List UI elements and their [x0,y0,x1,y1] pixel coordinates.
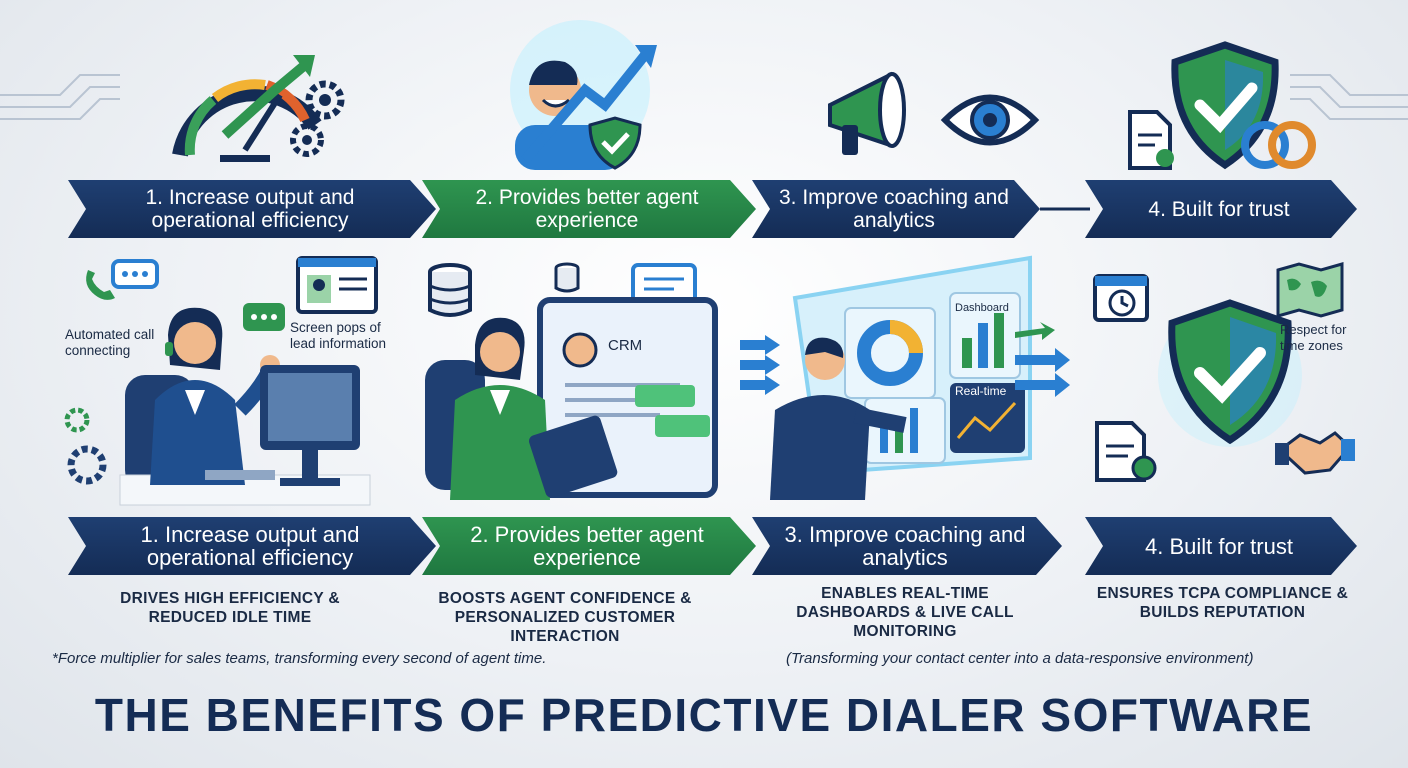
footnote-left: *Force multiplier for sales teams, trans… [52,650,547,667]
callout-crm: CRM [608,337,643,354]
ribbon-connectors [1040,207,1090,211]
circuit-lines-right [1290,74,1408,120]
desc-step-1: Drives high efficiency & reduced idle ti… [120,590,340,626]
database-small-icon [554,262,580,293]
presenter-illustration [770,337,907,500]
linked-rings-icon [1241,121,1316,169]
callout-time-zones: Respect for time zones [1280,322,1347,353]
phone-icon [86,270,115,300]
megaphone-icon [828,71,906,155]
happy-agent-icon [510,20,657,170]
circuit-lines-left [0,74,120,120]
ribbon-top-step-2: 2. Provides better agent experience [422,180,756,238]
agent-desk-illustration [119,307,371,506]
callout-realtime: Real-time [955,384,1007,398]
trust-shield-icon [1158,299,1302,447]
chat-bubble-icon [111,259,159,289]
ribbon-bottom-step-1: 1. Increase output and operational effic… [68,517,436,575]
calendar-clock-icon [1093,274,1149,322]
contract-icon [1095,421,1157,482]
handshake-icon [1275,431,1355,475]
chat-bubble-green-icon [243,303,285,331]
data-arrows-icon [740,322,1070,397]
world-map-icon [1276,262,1344,318]
small-gears-icon [64,407,107,485]
eye-icon [940,94,1040,146]
desc-step-2: Boosts agent confidence & personalized c… [438,590,692,645]
ribbon-top-step-4: 4. Built for trust [1085,180,1357,238]
ribbon-bottom-step-2: 2. Provides better agent experience [422,517,756,575]
ribbon-top-step-3: 3. Improve coaching and analytics [752,180,1040,238]
callout-dashboard: Dashboard [955,302,1009,314]
desc-step-3: Enables real-time dashboards & live call… [796,585,1014,640]
page-title: THE BENEFITS OF PREDICTIVE DIALER SOFTWA… [94,689,1314,741]
ribbon-bottom-step-3: 3. Improve coaching and analytics [752,517,1062,575]
document-icon [1128,110,1174,170]
ribbon-bottom-step-4: 4. Built for trust [1085,517,1357,575]
footnote-right: (Transforming your contact center into a… [786,650,1254,667]
callout-auto-call: Automated call connecting [65,327,155,358]
desc-step-4: Ensures TCPA compliance & builds reputat… [1096,585,1349,621]
speedometer-icon [172,55,322,162]
crm-agent-illustration [425,297,718,500]
database-icon [428,263,472,317]
callout-screen-pops: Screen pops of lead information [290,320,387,351]
ribbon-top-step-1: 1. Increase output and operational effic… [68,180,436,238]
screen-pop-icon [296,256,378,314]
gears-icon [290,80,345,157]
